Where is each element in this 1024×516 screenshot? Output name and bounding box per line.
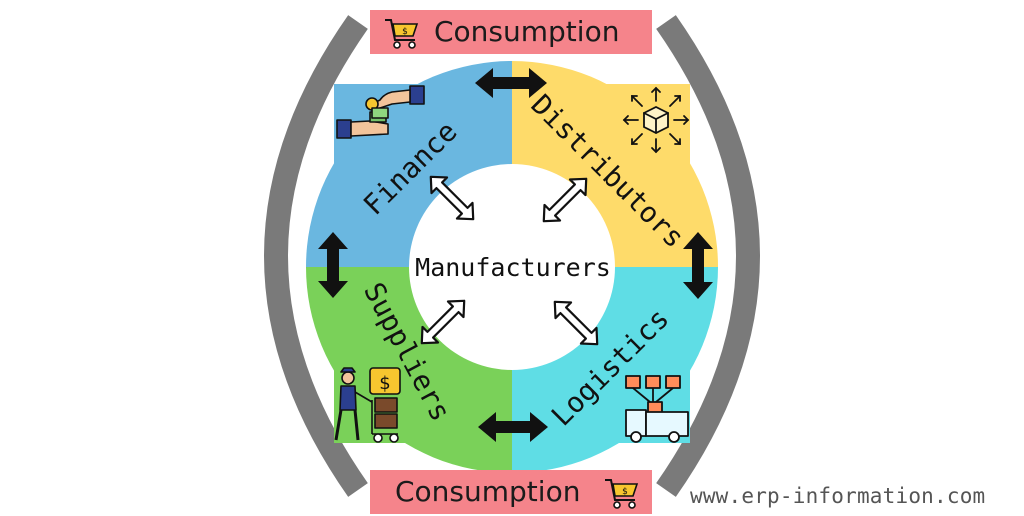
logistics-center-arrow bbox=[553, 300, 599, 346]
package-distribution-icon bbox=[622, 86, 690, 154]
svg-text:$: $ bbox=[622, 487, 628, 497]
money-exchange-icon bbox=[336, 85, 425, 139]
outer-arrows bbox=[318, 68, 713, 442]
cart-icon: $ bbox=[605, 479, 639, 509]
consumption-bottom-label: Consumption bbox=[395, 475, 581, 508]
top-arrow bbox=[475, 68, 547, 98]
svg-text:$: $ bbox=[379, 373, 390, 394]
suppliers-center-arrow bbox=[420, 299, 466, 345]
supplier-person-icon: $ bbox=[334, 367, 401, 443]
watermark: www.erp-information.com bbox=[690, 484, 986, 508]
finance-center-arrow bbox=[429, 175, 475, 221]
consumption-top-label: Consumption bbox=[434, 15, 620, 48]
inner-arrows bbox=[420, 175, 599, 346]
consumption-bottom-box: Consumption $ bbox=[370, 470, 652, 514]
center-label: Manufacturers bbox=[415, 253, 611, 282]
right-arrow bbox=[683, 232, 713, 299]
left-arrow bbox=[318, 232, 348, 298]
left-consumption-arc bbox=[264, 15, 368, 497]
distributors-center-arrow bbox=[542, 177, 588, 223]
cart-icon: $ bbox=[385, 19, 419, 49]
svg-text:$: $ bbox=[402, 27, 408, 37]
delivery-truck-icon bbox=[625, 375, 689, 443]
bottom-arrow bbox=[478, 412, 548, 442]
consumption-top-box: $ Consumption bbox=[370, 10, 652, 54]
right-consumption-arc bbox=[656, 15, 760, 497]
